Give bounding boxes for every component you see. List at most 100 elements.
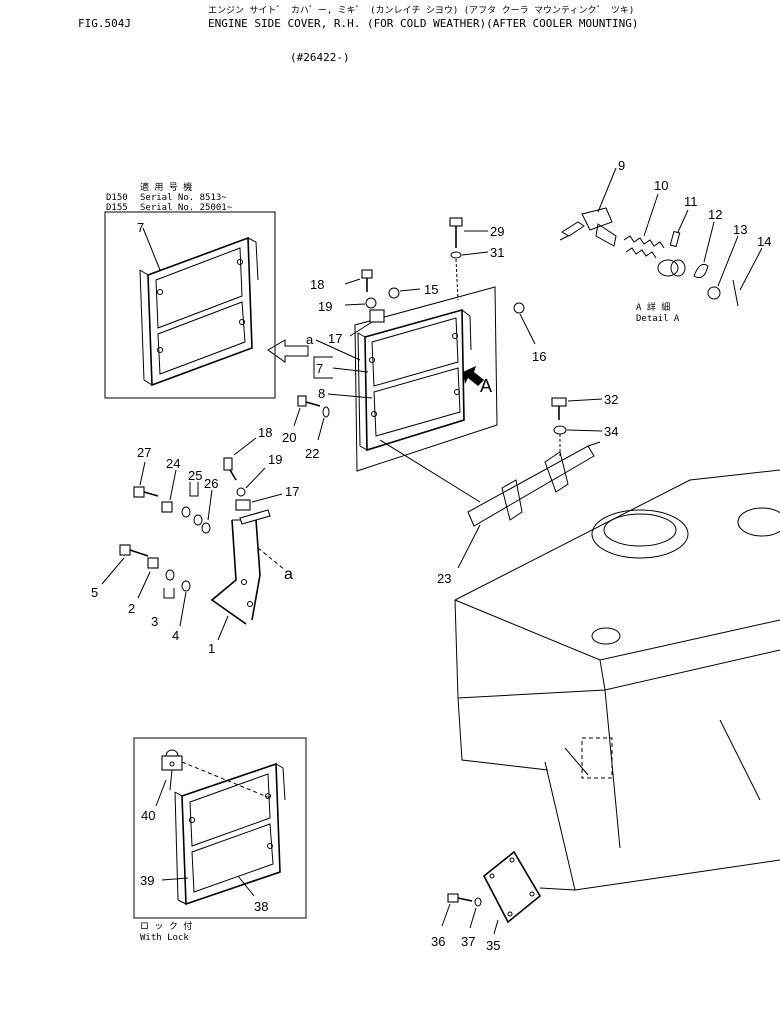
nut-26: 26: [193, 476, 218, 534]
washer-34: 34: [553, 424, 618, 439]
callout-8: 8: [318, 386, 325, 401]
inset-top-model-2: D155: [106, 203, 128, 213]
serial-range: (#26422-): [290, 51, 350, 64]
japanese-title: エンジン サイト゛ カハ゛ー, ミキ゛ (カンレイチ シヨウ) (アフタ クーラ…: [208, 6, 635, 16]
callout-31: 31: [490, 245, 504, 260]
clip-12: 12: [693, 207, 722, 279]
callout-12: 12: [708, 207, 722, 222]
nut-15: 15: [388, 282, 438, 299]
bolt-18-upper: 18: [310, 269, 373, 292]
inset-top-serial-2: Serial No. 25001~: [140, 203, 233, 213]
callout-27: 27: [137, 445, 151, 460]
callout-2: 2: [128, 601, 135, 616]
view-arrow-A: A: [463, 366, 492, 396]
side-cover-panel: [354, 286, 498, 472]
callout-5: 5: [91, 585, 98, 600]
bracket-1: 1 a: [208, 509, 293, 656]
callout-7-main-group: 7 8: [313, 356, 373, 401]
callout-7-inset: 7: [137, 220, 144, 235]
callout-9: 9: [618, 158, 625, 173]
page-title: ENGINE SIDE COVER, R.H. (FOR COLD WEATHE…: [208, 17, 639, 30]
callout-4: 4: [172, 628, 179, 643]
washer-22: 22: [305, 406, 330, 461]
washer-3: 3: [151, 569, 175, 629]
figure-number: FIG.504J: [78, 17, 131, 30]
callout-22: 22: [305, 446, 319, 461]
callout-15: 15: [424, 282, 438, 297]
nut-19-lower: 19: [236, 452, 282, 497]
engine-body: [454, 469, 780, 891]
nut-19-upper: 19: [318, 297, 377, 314]
washer-37: 37: [461, 897, 482, 949]
callout-1: 1: [208, 641, 215, 656]
callout-18-lower: 18: [258, 425, 272, 440]
bolt-18-lower: 18: [223, 425, 272, 481]
callout-20: 20: [282, 430, 296, 445]
callout-38: 38: [254, 899, 268, 914]
callout-19-lower: 19: [268, 452, 282, 467]
bolt-5: 5: [91, 544, 149, 600]
clip-17-upper: 17: [328, 321, 373, 346]
callout-35: 35: [486, 938, 500, 953]
inset-bottom-cover-panel: [174, 762, 286, 906]
collar-10b: [657, 259, 686, 277]
inset-top: 適 用 号 機 D150 Serial No. 8513~ D155 Seria…: [104, 181, 276, 399]
callout-10: 10: [654, 178, 668, 193]
callout-25: 25: [188, 468, 202, 483]
callout-26: 26: [204, 476, 218, 491]
callout-17-lower: 17: [285, 484, 299, 499]
callout-24: 24: [166, 456, 180, 471]
view-letter-A: A: [480, 376, 492, 396]
callout-32: 32: [604, 392, 618, 407]
bolt-32: 32: [551, 392, 618, 420]
washer-25: 25: [181, 468, 202, 518]
callout-36: 36: [431, 934, 445, 949]
spring-10: 10: [623, 178, 668, 259]
clip-17-lower: 17: [235, 484, 299, 511]
inset-bottom-jp: ロ ッ ク 付: [140, 921, 192, 932]
detail-a-en: Detail A: [636, 314, 680, 324]
inset-top-serial-1: Serial No. 8513~: [140, 193, 227, 203]
callout-19-upper: 19: [318, 299, 332, 314]
lock-40: 40: [141, 749, 271, 823]
inset-bottom: 40 39 38 ロ ッ ク 付 With Lock: [133, 737, 307, 943]
view-letter-a-1: a: [306, 332, 314, 347]
callout-34: 34: [604, 424, 618, 439]
inset-top-heading: 適 用 号 機: [140, 181, 192, 193]
bolt-36: 36: [431, 893, 473, 949]
spacer-24: 24: [161, 456, 180, 513]
nut-13: 13: [707, 222, 747, 300]
callout-17-upper: 17: [328, 331, 342, 346]
handle-9: 9: [559, 158, 625, 247]
bolt-29: 29: [449, 217, 504, 248]
callout-18-upper: 18: [310, 277, 324, 292]
callout-16: 16: [532, 349, 546, 364]
detail-a: 9 10 11 12 13 14: [559, 158, 771, 324]
bolt-27: 27: [133, 445, 159, 498]
inset-bottom-en: With Lock: [140, 933, 189, 943]
detail-a-jp: A 詳 細: [636, 301, 670, 313]
callout-29: 29: [490, 224, 504, 239]
callout-14: 14: [757, 234, 771, 249]
bolt-20: 20: [282, 395, 321, 445]
nut-16: 16: [513, 302, 546, 364]
callout-40: 40: [141, 808, 155, 823]
nut-4: 4: [172, 580, 191, 643]
inset-top-cover-panel: [139, 236, 259, 387]
callout-39: 39: [140, 873, 154, 888]
spacer-2: 2: [128, 557, 159, 616]
pin-11: 11: [669, 194, 698, 248]
callout-13: 13: [733, 222, 747, 237]
callout-3: 3: [151, 614, 158, 629]
callout-7-main: 7: [316, 361, 323, 376]
pin-14: 14: [732, 234, 771, 307]
callout-23: 23: [437, 571, 451, 586]
callout-37: 37: [461, 934, 475, 949]
cover-plate-35: 35: [482, 850, 576, 953]
callout-11: 11: [684, 194, 698, 209]
view-letter-a-2: a: [284, 566, 293, 583]
washer-31: 31: [450, 245, 504, 260]
view-arrow-a: a: [267, 332, 361, 363]
inset-top-model-1: D150: [106, 193, 128, 203]
